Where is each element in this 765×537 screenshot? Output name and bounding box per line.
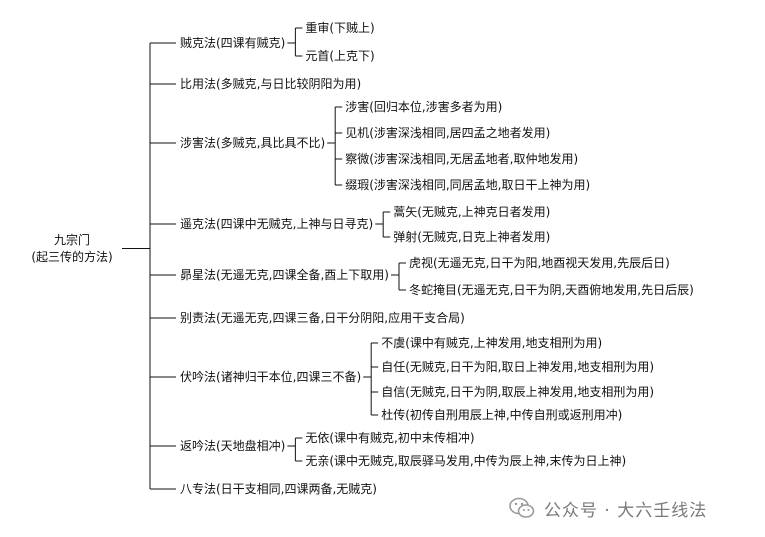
method-label: 别责法(无遥无克,四课三备,日干分阴阳,应用干支合局) <box>180 311 465 325</box>
method-label: 返吟法(天地盘相冲) <box>180 439 286 453</box>
watermark-text: 公众号 · 大六壬线法 <box>544 500 708 521</box>
root-title: 九宗门 <box>53 233 90 247</box>
watermark: 公众号 · 大六壬线法 <box>508 494 707 522</box>
submethod-label: 蒿矢(无贼克,上神克日者发用) <box>393 205 551 219</box>
method-label: 伏吟法(诸神归干本位,四课三不备) <box>180 370 362 384</box>
submethod-label: 涉害(回归本位,涉害多者为用) <box>345 100 503 114</box>
submethod-label: 见机(涉害深浅相同,居四孟之地者发用) <box>345 126 551 140</box>
submethod-label: 冬蛇掩目(无遥无克,日干为阴,天酉俯地发用,先日后辰) <box>409 283 694 297</box>
submethod-label: 不虞(课中有贼克,上神发用,地支相刑为用) <box>381 336 603 350</box>
submethod-label: 缀瑕(涉害深浅相同,同居孟地,取日干上神为用) <box>345 178 591 192</box>
root-subtitle: (起三传的方法) <box>31 250 113 264</box>
method-label: 涉害法(多贼克,具比具不比) <box>180 136 326 150</box>
submethod-label: 弹射(无贼克,日克上神者发用) <box>393 230 551 244</box>
method-label: 八专法(日干支相同,四课两备,无贼克) <box>180 482 377 496</box>
submethod-label: 重审(下贼上) <box>305 21 375 35</box>
method-label: 比用法(多贼克,与日比较阴阳为用) <box>180 77 362 91</box>
submethod-label: 自任(无贼克,日干为阳,取日上神发用,地支相刑为用) <box>381 360 654 374</box>
submethod-label: 虎视(无遥无克,日干为阳,地酉视天发用,先辰后日) <box>409 256 670 270</box>
submethod-label: 无亲(课中无贼克,取辰驿马发用,中传为辰上神,末传为日上神) <box>305 454 627 468</box>
submethod-label: 自信(无贼克,日干为阴,取辰上神发用,地支相刑为用) <box>381 385 654 399</box>
method-label: 遥克法(四课中无贼克,上神与日寻克) <box>180 217 374 231</box>
method-label: 昴星法(无遥无克,四课全备,酉上下取用) <box>180 268 389 282</box>
submethod-label: 元首(上克下) <box>305 49 375 63</box>
method-label: 贼克法(四课有贼克) <box>180 36 286 50</box>
wechat-logo-icon <box>509 497 535 518</box>
submethod-label: 无依(课中有贼克,初中末传相冲) <box>305 431 475 445</box>
submethod-label: 察微(涉害深浅相同,无居孟地者,取仲地发用) <box>345 152 579 166</box>
submethod-label: 杜传(初传自刑用辰上神,中传自刑或返刑用冲) <box>381 408 623 422</box>
